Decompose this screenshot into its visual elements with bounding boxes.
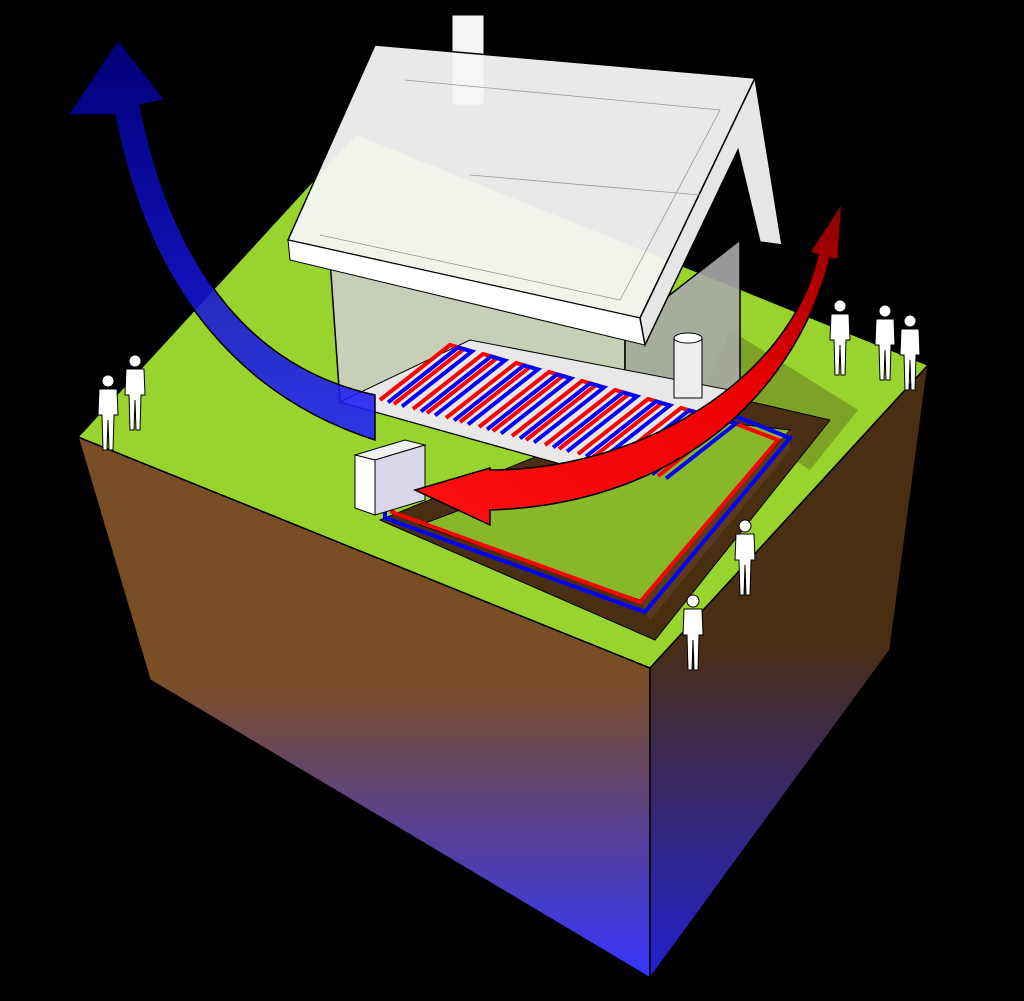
heat-pump-icon [353, 439, 427, 516]
person-icon [899, 314, 921, 391]
house-icon [286, 14, 783, 484]
floor-coil-loop [584, 399, 675, 462]
heat-intake-arrow [412, 200, 843, 527]
person-icon [682, 594, 704, 671]
people [97, 299, 921, 671]
person-icon [829, 299, 851, 376]
floor-coil-loop [419, 354, 510, 417]
floor-coil-loop [485, 372, 576, 435]
roof-gable [639, 75, 783, 348]
floor-coil-loop [386, 345, 477, 408]
person-icon [874, 304, 896, 381]
hot-water-tank-icon [673, 332, 703, 399]
cold-air-exhaust-arrow [66, 38, 376, 442]
person-icon [734, 519, 756, 596]
floor-coil-loop [452, 363, 543, 426]
floor-coil-loop [518, 381, 609, 444]
person-icon [124, 354, 146, 431]
person-icon [97, 374, 119, 451]
floor-coil-loop [551, 390, 642, 453]
